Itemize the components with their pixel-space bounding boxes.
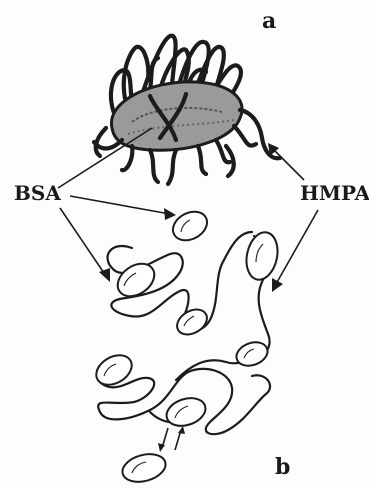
hmpa-arrow-a [272,148,304,180]
bsa-arrowhead-b2 [99,268,110,282]
panel-a-complex: a [94,8,280,184]
bsa-oval-2 [112,257,161,303]
bsa-arrow-b1 [70,196,170,214]
bsa-oval-3 [242,229,281,282]
hmpa-arrow-b [276,210,318,284]
bsa-oval-4 [173,304,212,339]
hmpa-label: HMPA [300,181,369,205]
bsa-arrow-b2 [60,208,106,276]
label-hmpa-group: HMPA [268,143,369,292]
bsa-oval-8 [119,450,168,487]
bsa-oval-1 [168,206,212,246]
bsa-label: BSA [14,181,61,205]
panel-label-b: b [275,454,290,480]
bsa-arrowhead-b1 [164,208,176,220]
bsa-oval-6 [91,349,137,391]
bsa-arrow-a [58,128,152,188]
equilibrium-arrows [158,426,185,452]
bsa-oval-7 [163,393,209,430]
panel-label-a: a [262,8,276,34]
bsa-oval-5 [233,338,271,370]
panel-b-network: b [91,206,290,486]
